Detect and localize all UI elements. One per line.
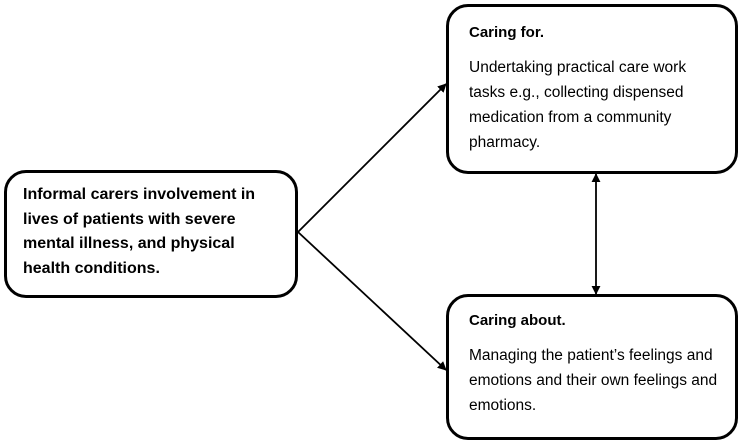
caring-about-body: Managing the patient’s feelings and emot… xyxy=(469,347,718,414)
arrow-to-caring-for xyxy=(297,83,447,233)
carer-involvement-node: Informal carers involvement in lives of … xyxy=(4,170,298,298)
caring-about-node: Caring about. Managing the patient’s fee… xyxy=(446,294,738,440)
caring-for-title: Caring for. xyxy=(469,24,545,41)
arrow-to-caring-about xyxy=(297,231,447,371)
caring-for-node: Caring for. Undertaking practical care w… xyxy=(446,4,738,174)
caring-for-body: Undertaking practical care work tasks e.… xyxy=(469,59,687,151)
caring-about-title: Caring about. xyxy=(469,312,566,329)
carer-involvement-text: Informal carers involvement in lives of … xyxy=(23,186,256,277)
